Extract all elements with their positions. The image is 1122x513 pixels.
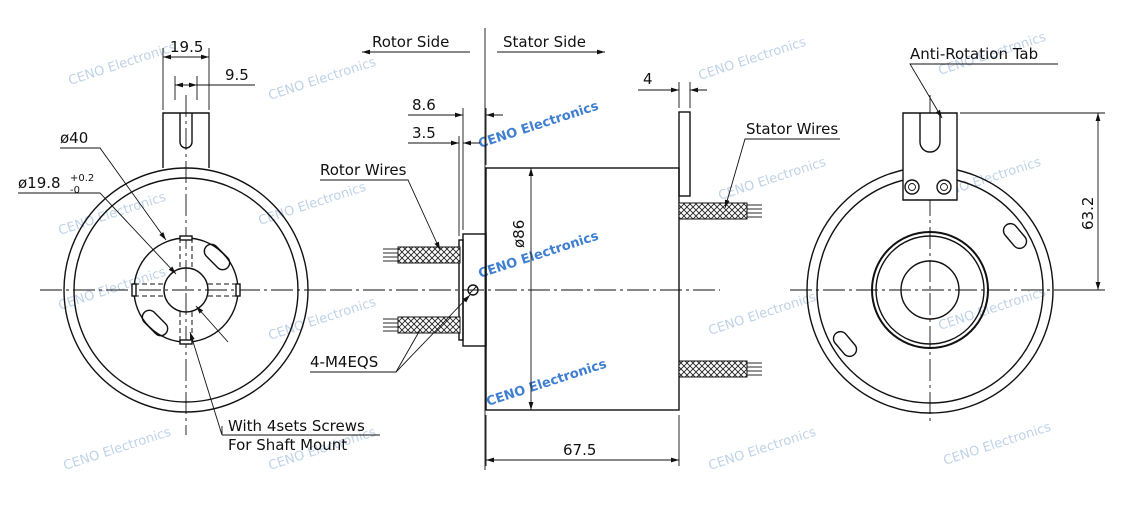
tolerance-lower: -0 — [70, 185, 80, 196]
dim-8-6: 8.6 — [412, 96, 436, 114]
label-stator-side: Stator Side — [503, 33, 586, 51]
watermark: CENO Electronics — [937, 285, 1049, 334]
label-screws: 4-M4EQS — [310, 353, 378, 371]
watermark: CENO Electronics — [267, 295, 379, 344]
watermarks: CENO Electronics CENO Electronics CENO E… — [57, 30, 1054, 474]
rotor-end-view: 19.5 9.5 ø40 ø19.8 +0.2 -0 With 4sets Sc… — [18, 38, 380, 454]
watermark: CENO Electronics — [67, 40, 179, 89]
watermark: CENO Electronics — [707, 290, 819, 339]
label-shaft-mount-2: For Shaft Mount — [228, 436, 347, 454]
watermark: CENO Electronics — [62, 425, 174, 474]
tolerance-upper: +0.2 — [70, 173, 94, 184]
watermark-strong: CENO Electronics — [477, 99, 601, 152]
watermark-strong: CENO Electronics — [485, 357, 609, 410]
label-stator-wires: Stator Wires — [746, 120, 838, 138]
watermark: CENO Electronics — [707, 425, 819, 474]
watermark: CENO Electronics — [942, 420, 1054, 469]
watermark-strong: CENO Electronics — [477, 229, 601, 282]
watermark: CENO Electronics — [57, 190, 169, 239]
dim-63-2: 63.2 — [1079, 197, 1097, 230]
side-view: Rotor Side Stator Side Rotor Wires — [310, 28, 840, 470]
stator-end-view: Anti-Rotation Tab 63.2 — [790, 45, 1105, 425]
watermark: CENO Electronics — [267, 55, 379, 104]
label-anti-rotation-tab: Anti-Rotation Tab — [910, 45, 1038, 63]
dim-3-5: 3.5 — [412, 124, 436, 142]
label-rotor-side: Rotor Side — [372, 33, 449, 51]
dim-dia-40: ø40 — [60, 129, 88, 147]
dim-9-5: 9.5 — [225, 66, 249, 84]
label-shaft-mount-1: With 4sets Screws — [228, 417, 365, 435]
dim-67-5: 67.5 — [563, 441, 596, 459]
label-rotor-wires: Rotor Wires — [320, 161, 407, 179]
dim-dia-19-8: ø19.8 — [18, 174, 61, 192]
dim-19-5: 19.5 — [170, 38, 203, 56]
dim-dia-86: ø86 — [510, 220, 528, 248]
watermark: CENO Electronics — [697, 35, 809, 84]
dim-4: 4 — [643, 70, 653, 88]
